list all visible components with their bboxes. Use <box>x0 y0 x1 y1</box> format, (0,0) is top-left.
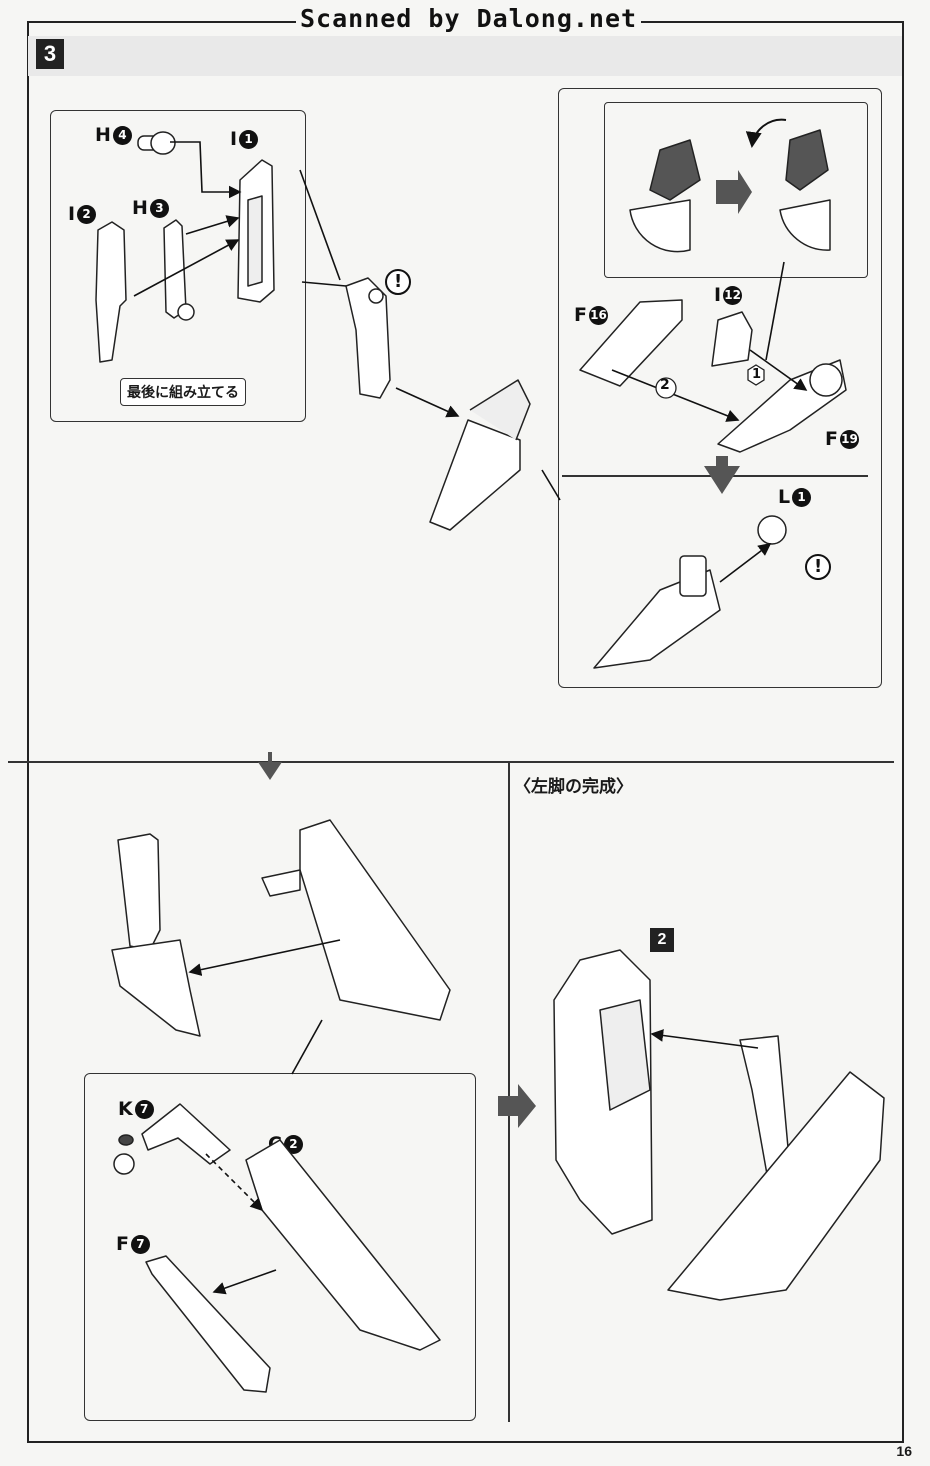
part-f7 <box>145 1255 271 1393</box>
head-assembly-panel <box>558 88 882 688</box>
order-mark-2: 2 <box>660 377 670 393</box>
rotation-detail-panel <box>604 102 868 278</box>
part-c2-plate <box>245 1139 441 1351</box>
leg-frame <box>117 833 161 951</box>
completion-caption: 〈左脚の完成〉 <box>514 777 633 797</box>
part-k7 <box>141 1103 231 1165</box>
part-f16-shell <box>579 299 683 387</box>
warning-icon: ! <box>394 271 403 292</box>
assemble-last-note: 最後に組み立てる <box>120 378 246 406</box>
rotation-part-before <box>629 199 691 253</box>
part-i2-cover <box>95 221 127 363</box>
side-plate-panel <box>84 1073 476 1421</box>
subassembly-frame <box>345 277 391 399</box>
completion-ref-badge: 2 <box>650 928 674 952</box>
detail-panel-frame <box>50 110 306 422</box>
completed-leg-plate <box>667 1071 885 1301</box>
step-header-band <box>28 36 902 76</box>
part-h4-peg <box>137 131 176 155</box>
page-number: 16 <box>896 1443 912 1459</box>
part-l1 <box>757 515 787 545</box>
order-mark-1: 1 <box>752 367 762 382</box>
part-i12 <box>711 311 753 367</box>
section-divider <box>8 761 894 763</box>
column-divider <box>508 762 510 1422</box>
side-plate <box>299 819 451 1021</box>
warning-icon: ! <box>814 556 823 577</box>
rotation-part-after <box>779 199 831 251</box>
scan-credit: Scanned by Dalong.net <box>296 4 642 33</box>
step-number: 3 <box>36 39 64 69</box>
subassembly-cone <box>429 419 521 531</box>
